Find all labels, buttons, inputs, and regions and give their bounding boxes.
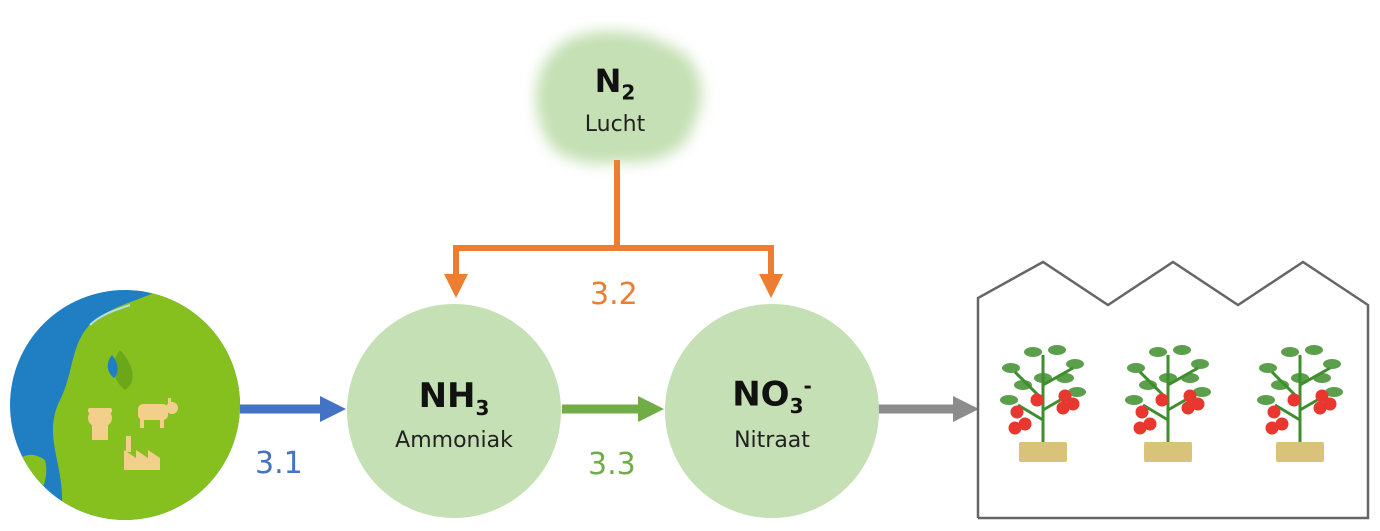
tomato-plant-icon [1000,345,1086,462]
no3-formula: NO3- [732,374,812,419]
nh3-node [347,304,561,518]
tomato-plants [1000,345,1343,462]
factory-icon [124,436,160,470]
nh3-label: Ammoniak [395,428,513,453]
edge-label-3-1: 3.1 [255,446,303,481]
arrow-3-2-head-right [759,274,783,298]
arrow-3-2 [453,160,774,278]
toilet-icon [88,408,112,440]
nh3-formula: NH3 [418,376,490,420]
arrow-3-3 [562,396,664,422]
arrow-3-1 [240,396,346,422]
edge-label-3-3: 3.3 [588,447,636,482]
edge-label-3-2: 3.2 [590,277,638,312]
tomato-plant-icon [1257,345,1343,462]
netherlands-globe-icon [10,290,240,520]
n2-cloud-node [535,31,702,164]
n2-formula: N2 [594,62,636,105]
cow-icon [138,398,178,428]
n2-label: Lucht [584,112,646,137]
no3-label: Nitraat [734,428,810,453]
no3-node [665,304,879,518]
arrow-to-greenhouse [878,396,979,422]
arrow-3-2-head-left [444,274,468,298]
tomato-plant-icon [1125,345,1211,462]
greenhouse-icon [976,260,1370,520]
